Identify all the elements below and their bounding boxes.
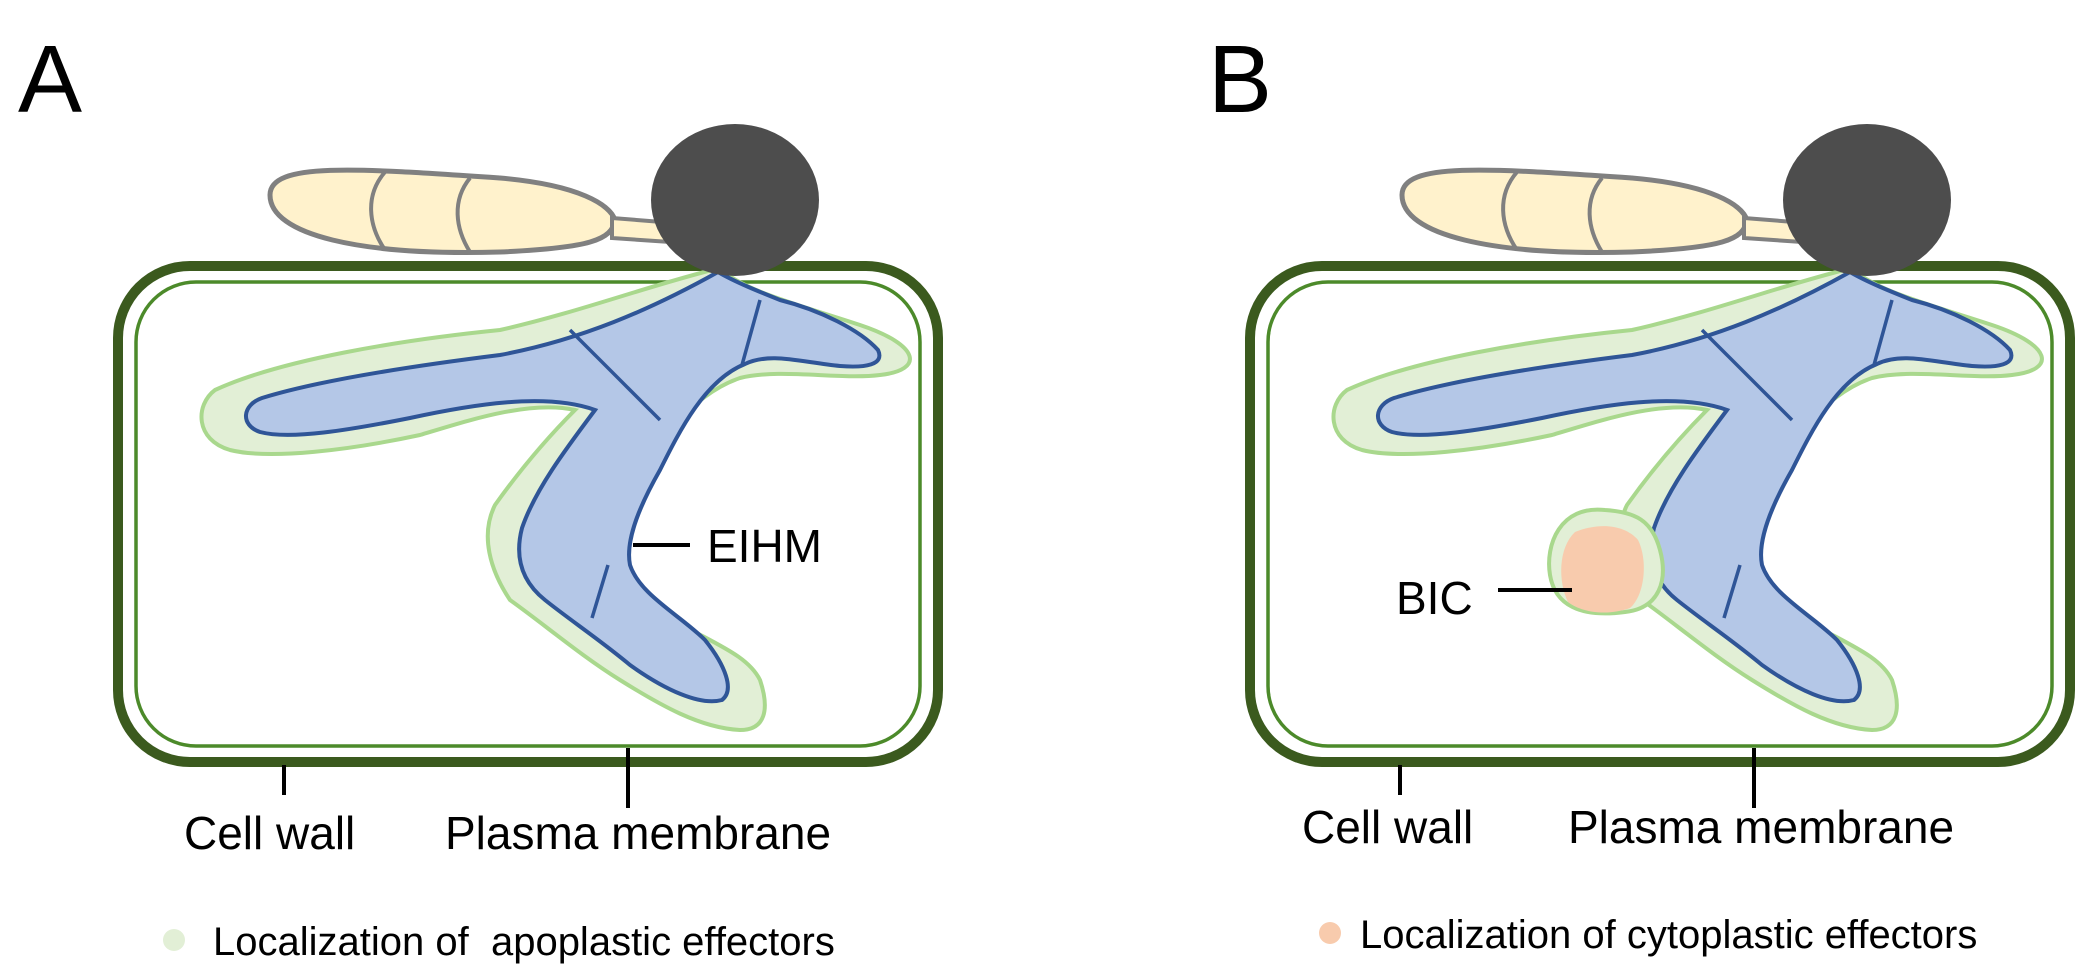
bic-region	[1561, 526, 1644, 613]
panel-b: B BIC Cell wall Plasma membrane Localiza…	[1208, 26, 2070, 957]
eihm-label: EIHM	[707, 520, 822, 572]
panel-a: A EIHM Cell wall Plasma membrane Localiz…	[18, 26, 938, 964]
panel-a-cell-wall-label: Cell wall	[184, 807, 355, 859]
bic-label: BIC	[1396, 572, 1473, 624]
cytoplastic-legend-label: Localization of cytoplastic effectors	[1360, 913, 1977, 957]
panel-b-plasma-membrane-label: Plasma membrane	[1568, 801, 1954, 853]
panel-b-cell	[1250, 124, 2070, 762]
panel-b-cell-wall-label: Cell wall	[1302, 801, 1473, 853]
cytoplastic-legend-swatch	[1319, 922, 1341, 944]
apoplastic-legend-swatch	[163, 929, 185, 951]
panel-a-cell	[118, 124, 938, 762]
panel-b-letter: B	[1208, 26, 1272, 133]
apoplastic-legend-label: Localization of apoplastic effectors	[213, 920, 835, 964]
panel-a-plasma-membrane-label: Plasma membrane	[445, 807, 831, 859]
panel-a-letter: A	[18, 26, 82, 133]
